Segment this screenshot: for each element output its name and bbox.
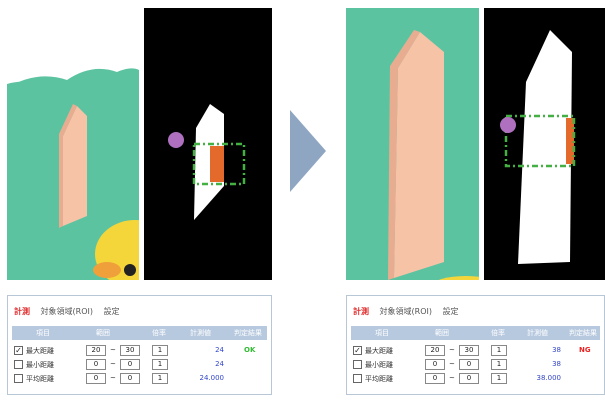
panel-header: 計測 対象領域(ROI) 設定 <box>14 306 120 317</box>
range-max-input[interactable]: 0 <box>120 373 140 384</box>
binary-image-after <box>484 8 605 280</box>
range-max-input[interactable]: 0 <box>459 373 479 384</box>
scale-input[interactable]: 1 <box>152 373 168 384</box>
measured-value: 38 <box>552 346 561 354</box>
range-max-input[interactable]: 0 <box>459 359 479 370</box>
row-checkbox[interactable] <box>353 374 362 383</box>
table-row: ✓ 最大距離 20 ~ 30 1 24 OK <box>14 345 256 356</box>
row-checkbox[interactable] <box>353 360 362 369</box>
table-row: ✓ 最大距離 20 ~ 30 1 38 NG <box>353 345 591 356</box>
tab-roi[interactable]: 対象領域(ROI) <box>379 307 433 316</box>
binary-image-before <box>144 8 272 280</box>
table-row: 最小距離 0 ~ 0 1 38 <box>351 358 600 372</box>
measured-value: 24 <box>215 360 224 368</box>
tab-measure[interactable]: 計測 <box>14 307 30 316</box>
table-header: 項目 範囲 倍率 計測値 判定結果 <box>351 326 600 340</box>
panel-header: 計測 対象領域(ROI) 設定 <box>353 306 459 317</box>
range-min-input[interactable]: 0 <box>425 373 445 384</box>
range-min-input[interactable]: 0 <box>86 373 106 384</box>
col-result: 判定結果 <box>569 329 597 337</box>
col-item: 項目 <box>375 329 389 337</box>
range-min-input[interactable]: 0 <box>86 359 106 370</box>
measurement-panel-after: 計測 対象領域(ROI) 設定 項目 範囲 倍率 計測値 判定結果 ✓ 最大距離… <box>346 295 605 395</box>
col-range: 範囲 <box>435 329 449 337</box>
range-max-input[interactable]: 0 <box>120 359 140 370</box>
table-header: 項目 範囲 倍率 計測値 判定結果 <box>12 326 267 340</box>
range-min-input[interactable]: 20 <box>86 345 106 356</box>
row-checkbox[interactable] <box>14 374 23 383</box>
tab-roi[interactable]: 対象領域(ROI) <box>40 307 94 316</box>
row-label: 平均距離 <box>365 375 393 383</box>
tab-measure[interactable]: 計測 <box>353 307 369 316</box>
measured-value: 38.000 <box>536 374 562 382</box>
result-badge: NG <box>579 346 591 354</box>
camera-image-before <box>7 8 139 280</box>
tab-settings[interactable]: 設定 <box>103 307 120 316</box>
scale-input[interactable]: 1 <box>491 359 507 370</box>
scale-input[interactable]: 1 <box>152 345 168 356</box>
range-max-input[interactable]: 30 <box>120 345 140 356</box>
col-value: 計測値 <box>190 329 211 337</box>
measured-value: 24.000 <box>199 374 225 382</box>
row-label: 最小距離 <box>26 361 54 369</box>
scale-input[interactable]: 1 <box>491 345 507 356</box>
table-row: 最小距離 0 ~ 0 1 24 <box>12 358 267 372</box>
arrow-right-icon <box>290 110 326 192</box>
tab-settings[interactable]: 設定 <box>442 307 459 316</box>
col-scale: 倍率 <box>152 329 166 337</box>
row-checkbox[interactable]: ✓ <box>14 346 23 355</box>
row-label: 最大距離 <box>365 347 393 355</box>
row-label: 最小距離 <box>365 361 393 369</box>
row-checkbox[interactable]: ✓ <box>353 346 362 355</box>
measured-value: 24 <box>215 346 224 354</box>
row-checkbox[interactable] <box>14 360 23 369</box>
col-value: 計測値 <box>527 329 548 337</box>
row-label: 平均距離 <box>26 375 54 383</box>
col-scale: 倍率 <box>491 329 505 337</box>
measurement-panel-before: 計測 対象領域(ROI) 設定 項目 範囲 倍率 計測値 判定結果 ✓ 最大距離… <box>7 295 272 395</box>
col-item: 項目 <box>36 329 50 337</box>
col-range: 範囲 <box>96 329 110 337</box>
scale-input[interactable]: 1 <box>152 359 168 370</box>
result-badge: OK <box>244 346 256 354</box>
table-row: 平均距離 0 ~ 0 1 38.000 <box>351 372 600 386</box>
scale-input[interactable]: 1 <box>491 373 507 384</box>
range-min-input[interactable]: 0 <box>425 359 445 370</box>
table-row: 平均距離 0 ~ 0 1 24.000 <box>12 372 267 386</box>
row-label: 最大距離 <box>26 347 54 355</box>
camera-image-after <box>346 8 479 280</box>
measured-value: 38 <box>552 360 561 368</box>
range-max-input[interactable]: 30 <box>459 345 479 356</box>
range-min-input[interactable]: 20 <box>425 345 445 356</box>
col-result: 判定結果 <box>234 329 262 337</box>
